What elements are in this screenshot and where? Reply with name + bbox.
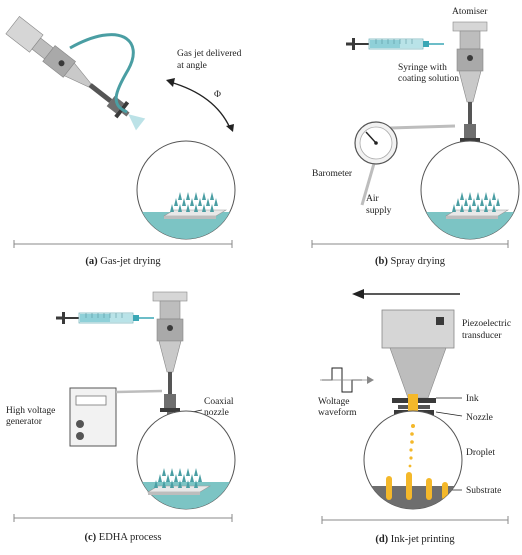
droplet-trail bbox=[408, 424, 415, 468]
vessel-d bbox=[363, 410, 463, 510]
ink-label: Ink bbox=[466, 394, 479, 404]
gas-jet-label-2: at angle bbox=[177, 61, 207, 71]
hv-label-2: generator bbox=[6, 417, 43, 427]
syringe-c bbox=[55, 311, 155, 325]
angle-arrow bbox=[169, 81, 231, 129]
panel-b: Atomiser Syringe with coating solution B… bbox=[311, 7, 520, 267]
syringe-label-2: coating solution bbox=[398, 74, 459, 84]
coaxial-label: Coaxial bbox=[204, 397, 234, 407]
air-line bbox=[389, 124, 456, 130]
hv-cable bbox=[115, 389, 163, 394]
caption-d: (d) Ink-jet printing bbox=[375, 534, 455, 545]
gas-tube bbox=[69, 33, 135, 114]
voltage-waveform bbox=[320, 367, 374, 393]
panel-d: Woltage waveform Piezoelectric transduce… bbox=[318, 289, 511, 545]
caption-a: (a) Gas-jet drying bbox=[85, 256, 161, 267]
angle-symbol: Φ bbox=[214, 90, 221, 100]
piezo-label-2: transducer bbox=[462, 331, 502, 341]
barometer-gauge bbox=[354, 121, 398, 165]
high-voltage-generator bbox=[69, 387, 117, 447]
barometer-label: Barometer bbox=[312, 169, 353, 179]
waveform-label-2: waveform bbox=[318, 407, 357, 418]
air-supply-line bbox=[360, 159, 377, 206]
inkjet-printhead bbox=[381, 309, 455, 422]
panel-c: High voltage generator Coaxial nozzle (c… bbox=[6, 291, 236, 543]
piezo-label: Piezoelectric bbox=[462, 319, 511, 329]
atomiser-label: Atomiser bbox=[452, 7, 488, 17]
hv-label: High voltage bbox=[6, 406, 55, 416]
nozzle-label: Nozzle bbox=[466, 413, 493, 423]
caption-b: (b) Spray drying bbox=[375, 256, 446, 267]
vessel-c bbox=[136, 410, 236, 510]
substrate-label: Substrate bbox=[466, 486, 501, 496]
syringe-label: Syringe with bbox=[398, 63, 447, 73]
coaxial-label-2: nozzle bbox=[204, 408, 229, 418]
caption-c: (c) EDHA process bbox=[85, 532, 162, 543]
panel-a: Φ Gas jet delivered at angle (a) Gas-jet… bbox=[5, 16, 242, 267]
vessel-a bbox=[136, 140, 236, 240]
droplet-label: Droplet bbox=[466, 448, 495, 458]
gas-jet-label: Gas jet delivered bbox=[177, 49, 242, 59]
air-supply-label: Air bbox=[366, 194, 380, 204]
syringe-b bbox=[345, 37, 445, 51]
air-supply-label-2: supply bbox=[366, 206, 392, 216]
waveform-label: Woltage bbox=[318, 397, 349, 407]
vessel-b bbox=[420, 140, 520, 240]
